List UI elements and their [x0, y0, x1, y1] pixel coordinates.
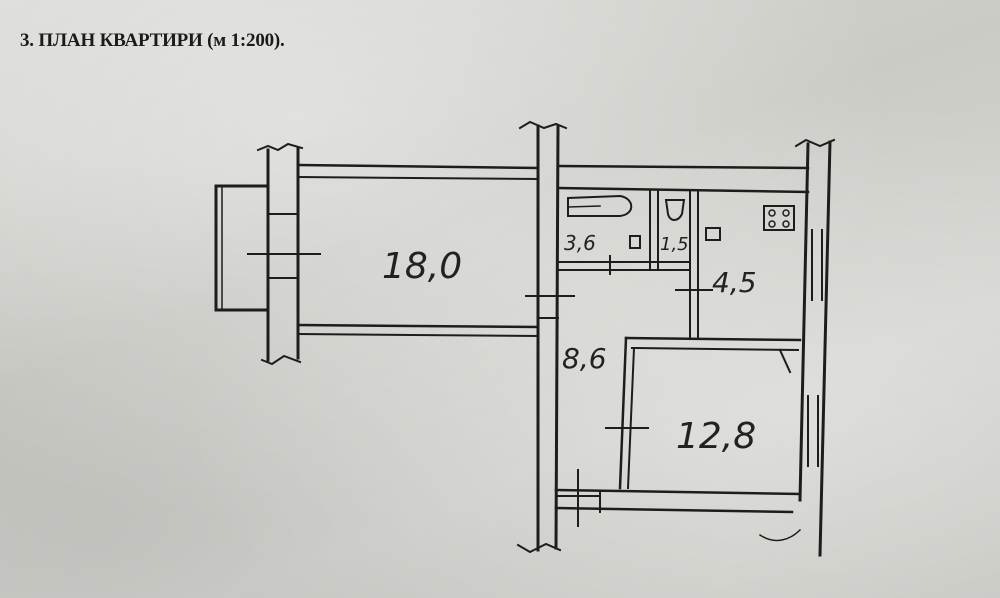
kitchen-sink-icon: [705, 227, 721, 241]
bedroom-walls: [605, 336, 802, 490]
area-label-bedroom: 12,8: [676, 416, 756, 457]
central-wall: [516, 120, 575, 554]
area-label-toilet: 1,5: [660, 234, 689, 255]
wet-rooms: [557, 189, 713, 339]
toilet-icon: [664, 199, 686, 221]
area-label-bathroom: 3,6: [564, 231, 596, 255]
top-wall-right: [556, 164, 810, 194]
area-label-living-room: 18,0: [382, 246, 462, 287]
area-label-hallway: 8,6: [562, 342, 607, 375]
living-room-walls: [296, 163, 540, 338]
right-exterior-wall: [758, 138, 836, 557]
plan-title: 3. ПЛАН КВАРТИРИ (м 1:200).: [20, 30, 285, 51]
balcony: [214, 184, 270, 312]
left-exterior-wall: [247, 142, 321, 366]
bathtub-detail: [567, 205, 601, 208]
stove-icon: [763, 205, 795, 231]
area-label-kitchen: 4,5: [712, 266, 757, 299]
sink-icon: [629, 235, 641, 249]
bottom-walls: [554, 469, 802, 527]
bathtub-icon: [567, 194, 633, 217]
